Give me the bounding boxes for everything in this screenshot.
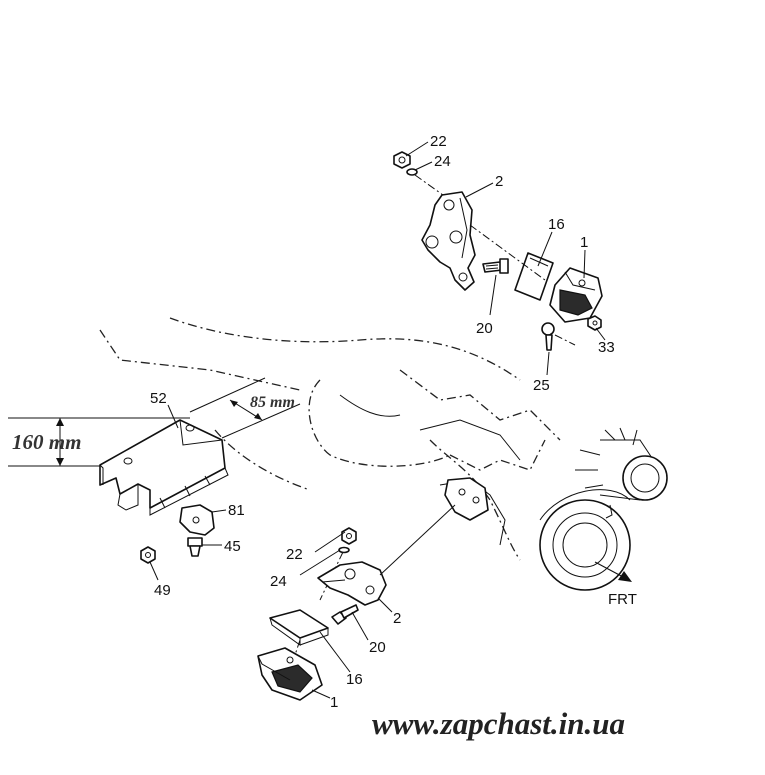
lower-leaders — [299, 531, 393, 699]
dimension-labels: 160 mm 85 mm — [12, 394, 295, 454]
bracket-leaders — [149, 404, 227, 581]
label-upper-22: 22 — [430, 133, 447, 150]
label-upper-20: 20 — [476, 320, 493, 337]
nut-49 — [140, 546, 156, 564]
label-upper-33: 33 — [598, 339, 615, 356]
upper-washer-24 — [406, 168, 418, 176]
upper-mount-assembly — [393, 151, 603, 351]
bolt-45 — [187, 537, 203, 557]
label-lower-24: 24 — [270, 573, 287, 590]
label-lower-1: 1 — [330, 694, 338, 711]
label-upper-25: 25 — [533, 377, 550, 394]
upper-bolt-25 — [541, 322, 555, 351]
label-bracket-81: 81 — [228, 502, 245, 519]
label-upper-1: 1 — [580, 234, 588, 251]
label-lower-22: 22 — [286, 546, 303, 563]
offset-dimension-label: 85 mm — [250, 394, 295, 411]
lower-mount-assembly — [257, 527, 387, 701]
crossmember-bracket-52 — [99, 419, 229, 516]
callout-labels: 22 24 2 16 1 20 33 25 52 81 45 49 22 24 … — [150, 133, 637, 711]
upper-leaders — [405, 141, 606, 376]
label-lower-20: 20 — [369, 639, 386, 656]
label-lower-16: 16 — [346, 671, 363, 688]
lower-insulator-16 — [269, 609, 329, 646]
label-bolt-45: 45 — [224, 538, 241, 555]
crank-pulley — [539, 427, 668, 591]
label-nut-49: 49 — [154, 582, 171, 599]
upper-bolt-20 — [482, 258, 509, 274]
engine-side-bracket — [444, 477, 489, 521]
lower-nut-22 — [341, 527, 357, 545]
front-direction-arrow — [594, 561, 632, 582]
front-direction-label: FRT — [608, 591, 637, 608]
upper-nut-33 — [587, 315, 602, 331]
upper-bracket-2 — [421, 191, 476, 291]
label-upper-16: 16 — [548, 216, 565, 233]
height-dimension-label: 160 mm — [12, 430, 81, 454]
lower-mount-1 — [257, 647, 323, 701]
lower-bracket-2 — [317, 561, 387, 606]
mount-alignment-line — [379, 504, 456, 576]
upper-insulator-16 — [514, 252, 554, 301]
engine-outline — [99, 317, 561, 561]
label-upper-2: 2 — [495, 173, 503, 190]
lower-washer-24 — [338, 546, 350, 554]
bracket-81 — [179, 504, 215, 536]
label-upper-24: 24 — [434, 153, 451, 170]
dimension-lines — [8, 377, 301, 467]
label-lower-2: 2 — [393, 610, 401, 627]
lower-bolt-20 — [331, 604, 359, 625]
label-bracket-52: 52 — [150, 390, 167, 407]
watermark: www.zapchast.in.ua — [372, 706, 625, 741]
upper-mount-1 — [549, 267, 603, 323]
